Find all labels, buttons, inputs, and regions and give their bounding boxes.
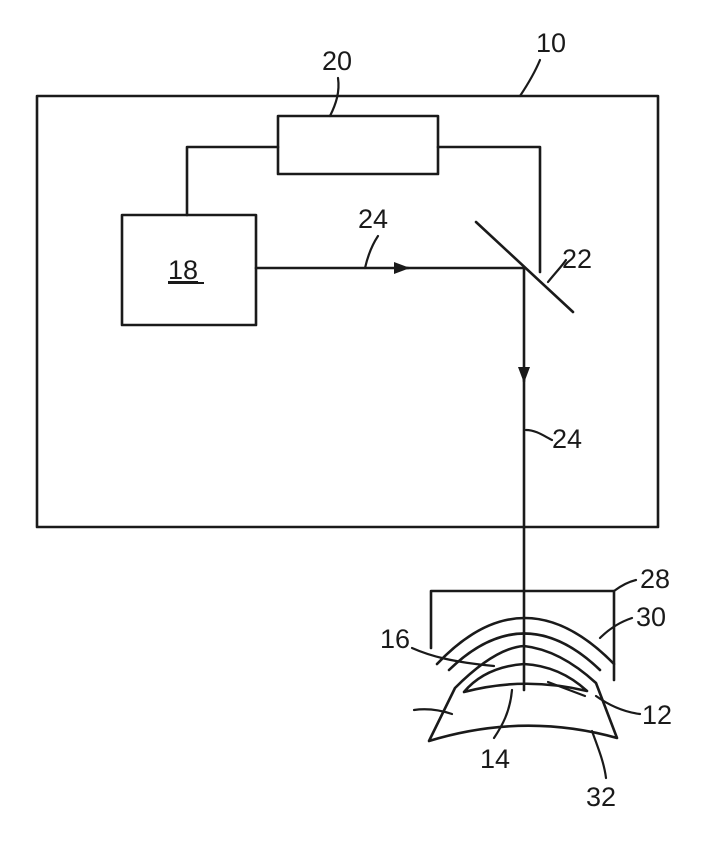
eye-region-label: 12 — [642, 700, 672, 730]
eye-region-leader — [594, 694, 642, 716]
source-box — [120, 213, 258, 327]
eye-region-inner-line — [546, 680, 587, 698]
inner-lens-leader — [492, 688, 514, 740]
mirror-label: 22 — [562, 244, 592, 274]
control-wire-right — [436, 145, 542, 274]
beam-vertical-label: 24 — [552, 424, 582, 454]
contact-element-leader — [598, 616, 634, 640]
beam-horizontal-leader — [363, 234, 380, 270]
mirror-leader — [546, 258, 568, 284]
controller-box — [276, 114, 440, 176]
controller-label: 20 — [322, 46, 352, 76]
beam-horizontal-label: 24 — [358, 204, 388, 234]
beam-vertical-leader — [524, 428, 554, 442]
contact-element-inner-arc — [447, 632, 602, 672]
lens-edge-label: 16 — [380, 624, 410, 654]
housing-label: 28 — [640, 564, 670, 594]
outer-lens — [427, 644, 619, 743]
housing-leader — [612, 578, 638, 593]
contact-element-outer-arc — [435, 616, 616, 666]
lens-edge-leader — [410, 646, 496, 668]
source-label: 18 — [168, 255, 198, 285]
contact-element-label: 30 — [636, 602, 666, 632]
inner-lens — [462, 662, 589, 694]
inner-lens-label: 14 — [480, 744, 510, 774]
control-wire-left — [185, 145, 280, 217]
system-enclosure — [35, 94, 660, 529]
cornea-label: 32 — [586, 782, 616, 812]
cornea-leader — [590, 729, 608, 780]
controller-leader — [328, 76, 340, 118]
system-label: 10 — [536, 28, 566, 58]
housing — [429, 589, 616, 682]
system-leader — [518, 58, 542, 98]
outer-lens-leader — [412, 708, 454, 716]
